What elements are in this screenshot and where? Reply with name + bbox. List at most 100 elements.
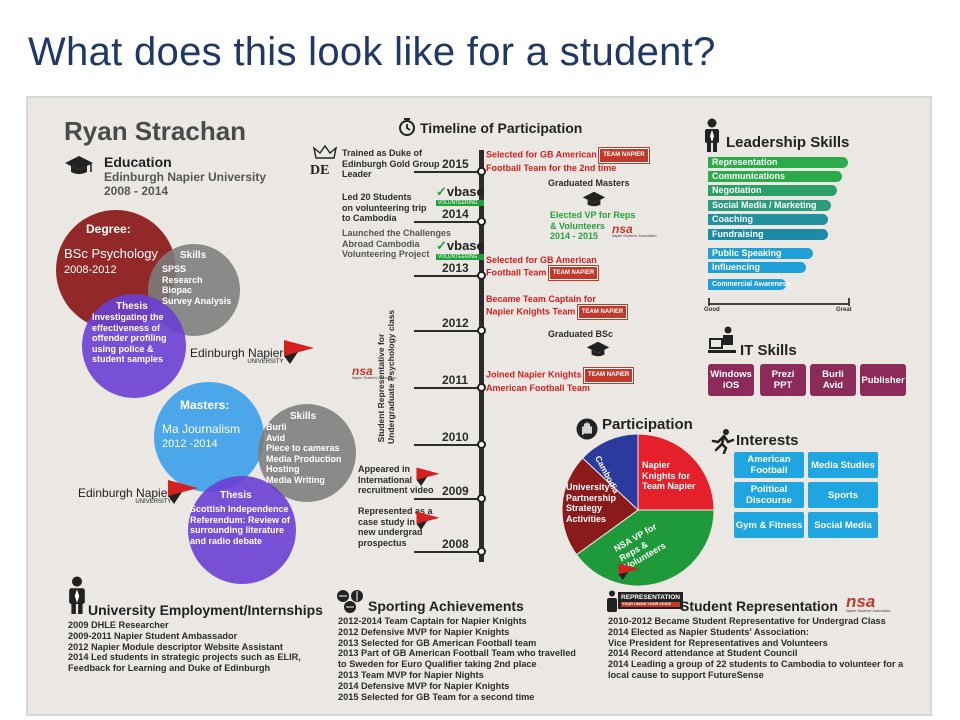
timeline-year: 2012 xyxy=(442,316,469,330)
timeline-tick xyxy=(414,221,480,223)
timeline-tick xyxy=(414,387,480,389)
degree-heading: Degree: xyxy=(86,222,131,236)
timeline-dot xyxy=(477,547,486,556)
timeline-year: 2013 xyxy=(442,261,469,275)
representation-badge: REPRESENTATION YOUR UNION YOUR VOICE xyxy=(618,592,683,609)
napier-logo-2: Edinburgh Napier UNIVERSITY xyxy=(78,486,172,505)
education-details: Edinburgh Napier University 2008 - 2014 xyxy=(104,170,266,198)
person-tie-icon-2 xyxy=(69,576,85,614)
timeline-tick xyxy=(414,171,480,173)
vbase-logo-1: ✓vbase VOLUNTEERING xyxy=(436,184,484,206)
thesis2-heading: Thesis xyxy=(220,490,252,501)
clock-icon xyxy=(399,118,415,136)
thesis-circle-1 xyxy=(82,294,186,398)
timeline-tick xyxy=(414,275,480,277)
sporting-heading: Sporting Achievements xyxy=(368,598,524,614)
leadership-bar: Representation xyxy=(708,157,848,168)
timeline-dot xyxy=(477,383,486,392)
event-joined-knights: Joined Napier Knights TEAM NAPIER Americ… xyxy=(486,367,635,393)
timeline-heading: Timeline of Participation xyxy=(420,120,583,136)
timeline-year: 2009 xyxy=(442,484,469,498)
pie-slice xyxy=(637,433,715,511)
interest-tile: Political Discourse xyxy=(734,482,804,508)
timeline-tick xyxy=(414,551,480,553)
employment-heading: University Employment/Internships xyxy=(88,602,323,618)
leadership-bar: Coaching xyxy=(708,214,828,225)
participation-pie xyxy=(561,433,715,587)
leadership-bar: Negotiation xyxy=(708,185,837,196)
scale-good: Good xyxy=(704,307,720,313)
napier-flag-icon-4 xyxy=(416,511,440,530)
nsa-logo-1: nsa Napier Students' Association xyxy=(352,364,397,380)
leadership-bar: Commercial Awareness xyxy=(708,279,791,290)
pie-label-partnership: University Partnership Strategy Activiti… xyxy=(566,482,617,524)
hand-icon xyxy=(576,418,598,440)
it-skill-tile: Windows iOS xyxy=(708,364,754,396)
interest-tile: Gym & Fitness xyxy=(734,512,804,538)
leadership-bar: Communications xyxy=(708,171,842,182)
masters-heading: Masters: xyxy=(180,398,230,412)
person-icon xyxy=(607,590,617,612)
graduation-cap-icon-3 xyxy=(586,341,610,357)
duke-of-edinburgh-logo: DE xyxy=(310,144,340,178)
it-skill-tile: Prezi PPT xyxy=(760,364,806,396)
skills1-heading: Skills xyxy=(180,250,207,261)
interest-tile: Sports xyxy=(808,482,878,508)
thesis1-heading: Thesis xyxy=(116,301,148,312)
degree-years: 2008-2012 xyxy=(64,264,117,276)
representation-list: 2010-2012 Became Student Representative … xyxy=(608,616,904,680)
crown-icon xyxy=(312,144,338,159)
event-graduated-bsc: Graduated BSc xyxy=(548,329,614,339)
student-name: Ryan Strachan xyxy=(64,116,247,146)
participation-heading: Participation xyxy=(602,416,693,433)
masters-subject: Ma Journalism xyxy=(162,422,241,436)
slide-title: What does this look like for a student? xyxy=(28,30,716,74)
leadership-bar: Public Speaking xyxy=(708,248,813,259)
leadership-scale-line xyxy=(708,303,850,305)
it-skills-heading: IT Skills xyxy=(740,342,797,359)
leadership-bar: Social Media / Marketing xyxy=(708,200,831,211)
timeline-year: 2014 xyxy=(442,207,469,221)
skills-circle-2 xyxy=(258,404,356,502)
masters-years: 2012 -2014 xyxy=(162,438,218,450)
timeline-tick xyxy=(414,498,480,500)
interest-tile: American Football xyxy=(734,452,804,478)
event-gb-selected: Selected for GB American Football Team T… xyxy=(486,255,600,282)
masters-circle xyxy=(154,382,264,492)
timeline-dot xyxy=(477,217,486,226)
sports-balls-icon xyxy=(337,590,363,613)
it-skill-tile: Burli Avid xyxy=(810,364,856,396)
napier-flag-icon-1 xyxy=(284,340,314,364)
team-napier-badge: TEAM NAPIER xyxy=(598,147,650,164)
timeline-year: 2011 xyxy=(442,373,469,387)
education-school: Edinburgh Napier University xyxy=(104,170,267,184)
timeline-year: 2008 xyxy=(442,537,469,551)
event-gb-2nd-time: Selected for GB American TEAM NAPIER Foo… xyxy=(486,147,650,173)
thesis-circle-2 xyxy=(188,476,296,584)
napier-flag-icon-2 xyxy=(168,480,198,504)
sporting-list: 2012-2014 Team Captain for Napier Knight… xyxy=(338,616,576,702)
napier-flag-icon-3 xyxy=(416,467,440,486)
timeline-year: 2010 xyxy=(442,430,469,444)
scale-great: Great xyxy=(836,307,852,313)
timeline-dot xyxy=(477,326,486,335)
timeline-tick xyxy=(414,444,480,446)
timeline-tick xyxy=(414,330,480,332)
leadership-bar: Fundraising xyxy=(708,229,828,240)
pie-slice xyxy=(561,457,639,556)
timeline-dot xyxy=(477,440,486,449)
it-skill-tile: Publisher xyxy=(860,364,906,396)
pie-slice xyxy=(575,509,715,587)
event-team-captain: Became Team Captain for Napier Knights T… xyxy=(486,294,629,321)
event-graduated-masters: Graduated Masters xyxy=(548,178,630,188)
infographic-poster: Ryan Strachan Education Edinburgh Napier… xyxy=(26,96,932,716)
